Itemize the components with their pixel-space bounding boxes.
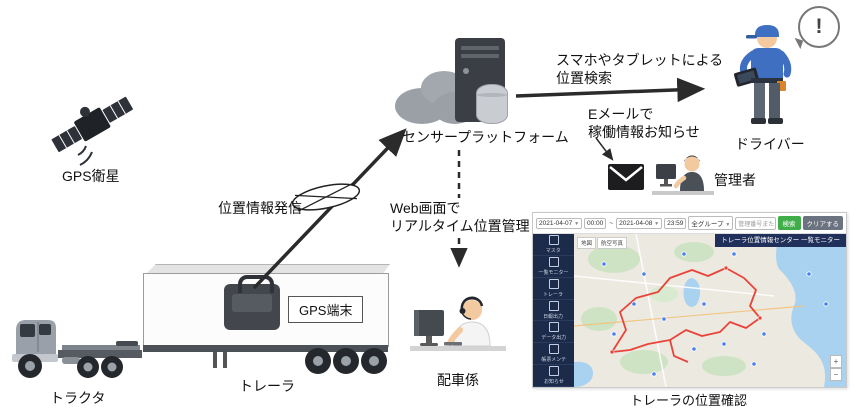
sidebar-item: 帳票メンテ bbox=[533, 343, 574, 366]
administrator-icon bbox=[652, 155, 714, 195]
caret-icon: ▼ bbox=[654, 220, 660, 227]
vehicle-search-input: 管理番号または車両名、ナンバーを入力 bbox=[735, 216, 776, 230]
dispatcher-label: 配車係 bbox=[437, 372, 479, 388]
trailer-chassis bbox=[143, 345, 388, 352]
transmit-label: 位置情報発信 bbox=[218, 200, 302, 216]
sidebar-item: トレーラ bbox=[533, 278, 574, 300]
caret-icon: ▼ bbox=[725, 222, 731, 228]
map-sidebar: マスタ 一覧モニター トレーラ 日報出力 データ出力 帳票メンテ お知らせ bbox=[533, 234, 574, 388]
sidebar-item: マスタ bbox=[533, 234, 574, 256]
time-to-picker: 23:59 bbox=[664, 217, 687, 229]
trailer-landing-leg bbox=[213, 352, 217, 368]
sidebar-item: 一覧モニター bbox=[533, 256, 574, 278]
driver-label: ドライバー bbox=[735, 136, 805, 152]
menu-icon bbox=[548, 234, 559, 245]
web-caption-line1: Web画面で bbox=[388, 198, 463, 218]
map-toolbar: 2021-04-07 ▼ 00:00 ~ 2021-04-08 ▼ 23:59 … bbox=[533, 213, 846, 234]
search-button: 検索 bbox=[777, 216, 801, 230]
email-icon bbox=[608, 164, 644, 190]
menu-icon bbox=[548, 300, 559, 311]
arrow-platform-to-driver bbox=[515, 77, 706, 103]
search-caption-line2: 位置検索 bbox=[556, 70, 612, 86]
map-app-screenshot: 2021-04-07 ▼ 00:00 ~ 2021-04-08 ▼ 23:59 … bbox=[532, 212, 847, 388]
menu-icon bbox=[548, 278, 559, 289]
zoom-in-button: + bbox=[830, 355, 842, 368]
date-from-picker: 2021-04-07 ▼ bbox=[536, 217, 583, 229]
zoom-out-button: − bbox=[830, 368, 842, 381]
gps-device-handle bbox=[238, 275, 274, 293]
menu-icon bbox=[548, 256, 559, 267]
time-from-picker: 00:00 bbox=[584, 217, 607, 229]
alert-bubble: ! bbox=[791, 6, 840, 50]
administrator-label: 管理者 bbox=[714, 172, 756, 188]
menu-icon bbox=[548, 366, 559, 377]
trailer-label: トレーラ bbox=[239, 378, 295, 394]
dispatcher-icon bbox=[410, 296, 506, 351]
caret-icon: ▼ bbox=[574, 220, 580, 227]
map-caption: トレーラの位置確認 bbox=[630, 393, 748, 408]
database-cylinder-icon bbox=[476, 84, 508, 124]
gps-device-label: GPS端末 bbox=[288, 296, 364, 323]
map-type-control: 地図 航空写真 bbox=[577, 237, 628, 249]
menu-icon bbox=[548, 322, 559, 333]
email-caption-line2: 稼働情報お知らせ bbox=[588, 124, 700, 140]
email-caption-line1: Eメールで bbox=[588, 106, 654, 122]
group-filter-select: 全グループ ▼ bbox=[688, 216, 734, 230]
server-vent bbox=[461, 54, 499, 58]
trailer-landing-leg bbox=[223, 352, 227, 368]
map-app-title: トレーラ位置情報センター 一覧モニター bbox=[715, 234, 846, 247]
tractor-label: トラクタ bbox=[50, 390, 106, 406]
menu-icon bbox=[548, 344, 559, 355]
web-caption-line2: リアルタイム位置管理 bbox=[388, 216, 532, 236]
clear-button: クリアする bbox=[802, 216, 843, 230]
sidebar-item: お知らせ bbox=[533, 365, 574, 388]
sidebar-item: 日報出力 bbox=[533, 300, 574, 322]
server-led bbox=[463, 68, 469, 74]
map-body: マスタ 一覧モニター トレーラ 日報出力 データ出力 帳票メンテ お知らせ トレ… bbox=[533, 234, 846, 388]
search-caption-line1: スマホやタブレットによる bbox=[556, 52, 724, 68]
map-type-satellite: 航空写真 bbox=[597, 237, 628, 249]
map-canvas: トレーラ位置情報センター 一覧モニター 地図 航空写真 bbox=[574, 234, 846, 387]
tractor-icon bbox=[12, 320, 142, 378]
server-vent bbox=[461, 46, 499, 50]
gps-satellite-label: GPS衛星 bbox=[62, 168, 120, 184]
zoom-control: + − bbox=[830, 355, 842, 381]
gps-device-icon bbox=[224, 275, 280, 330]
range-separator: ~ bbox=[609, 219, 614, 227]
platform-label: センサープラットフォーム bbox=[402, 129, 569, 145]
trailer-wheel bbox=[361, 348, 387, 374]
trailer-wheel bbox=[333, 348, 359, 374]
map-graphics bbox=[574, 234, 846, 387]
driver-icon bbox=[734, 25, 792, 124]
gps-device-face bbox=[232, 294, 272, 312]
gps-satellite-icon bbox=[51, 96, 133, 166]
cylinder-band bbox=[477, 93, 507, 97]
sidebar-item: データ出力 bbox=[533, 321, 574, 344]
trailer-wheel bbox=[305, 348, 331, 374]
date-to-picker: 2021-04-08 ▼ bbox=[616, 217, 663, 229]
map-type-map: 地図 bbox=[577, 237, 597, 249]
exclamation-mark: ! bbox=[815, 15, 823, 38]
